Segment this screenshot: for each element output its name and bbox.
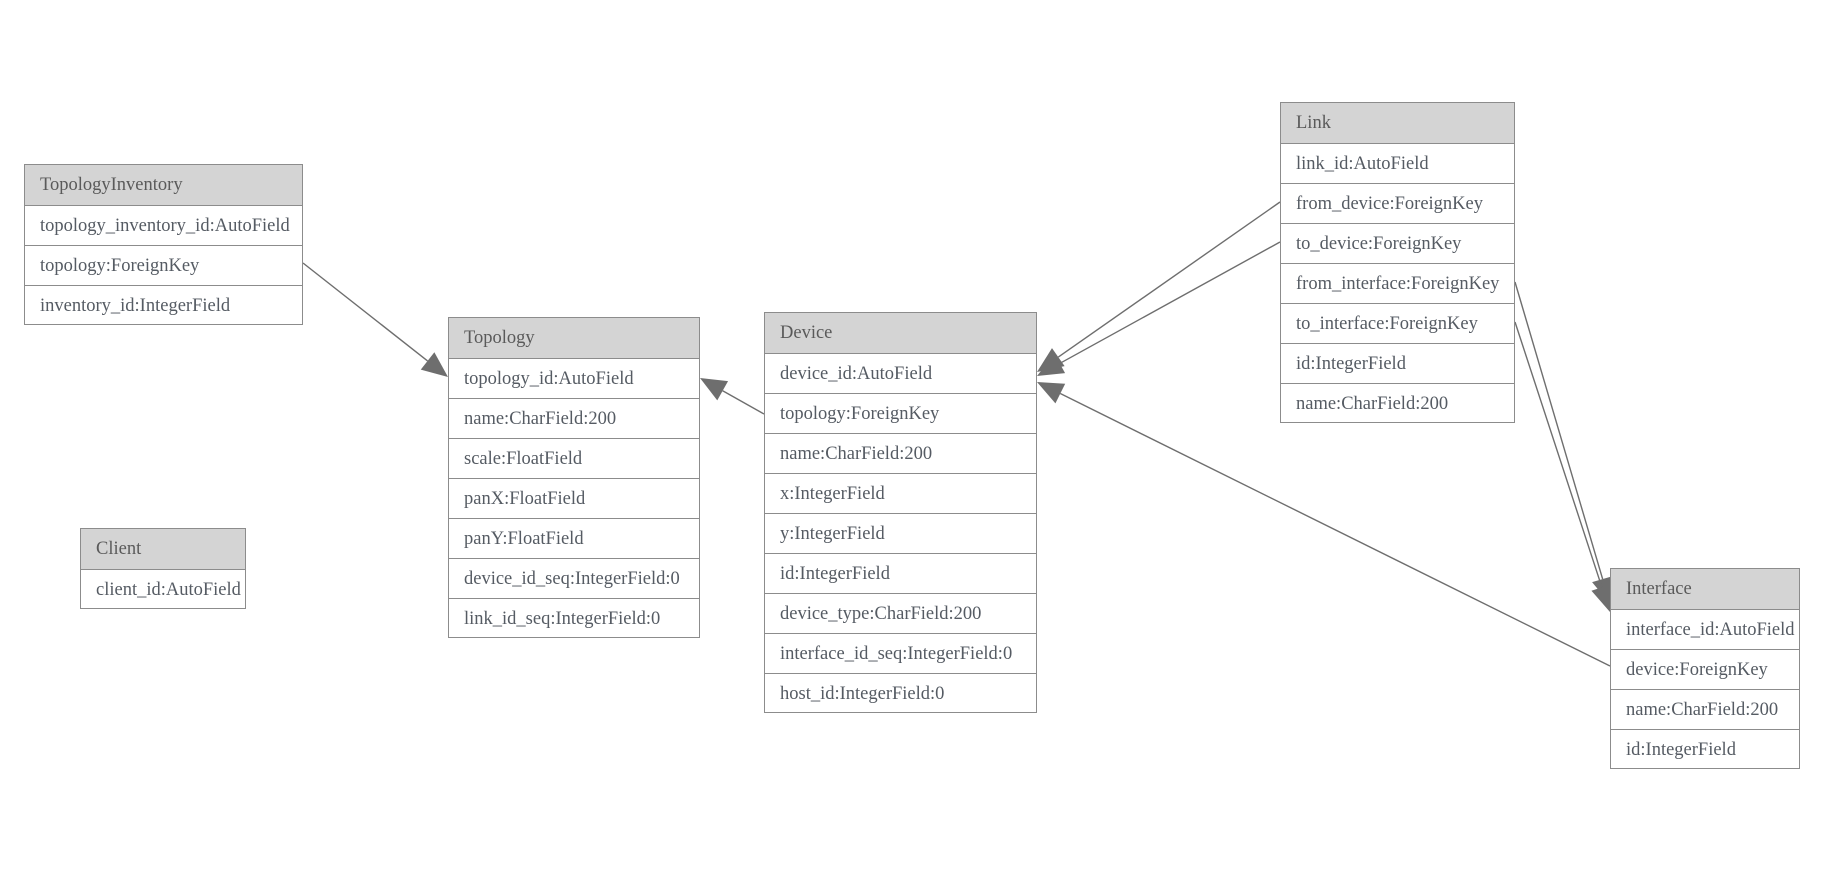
entity-field-row[interactable]: panY:FloatField [449, 519, 699, 559]
entity-field-row[interactable]: device_type:CharField:200 [765, 594, 1036, 634]
relationship-arrowhead-icon [1037, 348, 1065, 372]
relationship-rel-link-from-device [1037, 201, 1281, 372]
entity-title-topology: Topology [449, 318, 699, 359]
entity-field-row[interactable]: id:IntegerField [765, 554, 1036, 594]
relationship-line [1059, 392, 1611, 667]
relationship-arrowhead-icon [700, 378, 729, 401]
entity-field-row[interactable]: y:IntegerField [765, 514, 1036, 554]
relationship-line [1057, 201, 1281, 358]
entity-field-row[interactable]: topology_id:AutoField [449, 359, 699, 399]
entity-field-row[interactable]: topology:ForeignKey [25, 246, 302, 286]
relationship-rel-topologyinventory-topology [302, 262, 448, 377]
entity-field-row[interactable]: scale:FloatField [449, 439, 699, 479]
entity-title-interface: Interface [1611, 569, 1799, 610]
entity-field-row[interactable]: device_id:AutoField [765, 354, 1036, 394]
relationship-line [302, 262, 428, 362]
entity-field-row[interactable]: name:CharField:200 [1611, 690, 1799, 730]
entity-field-row[interactable]: from_interface:ForeignKey [1281, 264, 1514, 304]
entity-field-row[interactable]: host_id:IntegerField:0 [780, 684, 945, 704]
entity-field-row[interactable]: to_device:ForeignKey [1281, 224, 1514, 264]
entity-title-device: Device [765, 313, 1036, 354]
entity-field-row[interactable]: name:CharField:200 [765, 434, 1036, 474]
entity-title-client: Client [81, 529, 245, 570]
relationship-rel-interface-device [1037, 382, 1611, 667]
entity-field-row[interactable]: interface_id:AutoField [1611, 610, 1799, 650]
entity-field-row[interactable]: client_id:AutoField [96, 580, 241, 600]
relationship-rel-link-to-interface [1514, 321, 1613, 612]
relationship-arrowhead-icon [1037, 382, 1066, 404]
entity-field-row[interactable]: inventory_id:IntegerField [40, 296, 231, 316]
entity-field-row[interactable]: interface_id_seq:IntegerField:0 [765, 634, 1036, 674]
relationship-line [1514, 321, 1603, 588]
relationship-line [722, 390, 765, 415]
entity-field-row[interactable]: id:IntegerField [1626, 740, 1736, 760]
entity-field-row[interactable]: device_id_seq:IntegerField:0 [449, 559, 699, 599]
entity-box-client[interactable]: Client client_id:AutoField [80, 528, 246, 609]
relationship-arrowhead-icon [1037, 353, 1066, 376]
entity-field-row[interactable]: name:CharField:200 [1296, 394, 1449, 414]
entity-field-row[interactable]: x:IntegerField [765, 474, 1036, 514]
entity-field-row[interactable]: panX:FloatField [449, 479, 699, 519]
entity-title-link: Link [1281, 103, 1514, 144]
entity-field-row[interactable]: link_id:AutoField [1281, 144, 1514, 184]
entity-field-row[interactable]: topology:ForeignKey [765, 394, 1036, 434]
entity-field-row[interactable]: name:CharField:200 [449, 399, 699, 439]
entity-field-row[interactable]: topology_inventory_id:AutoField [25, 206, 302, 246]
relationship-line [1514, 281, 1604, 580]
entity-field-row[interactable]: id:IntegerField [1281, 344, 1514, 384]
entity-title-topology_inventory: TopologyInventory [25, 165, 302, 206]
relationship-rel-link-from-interface [1514, 281, 1614, 604]
relationship-rel-link-to-device [1037, 241, 1281, 376]
relationship-line [1059, 241, 1281, 365]
entity-field-row[interactable]: from_device:ForeignKey [1281, 184, 1514, 224]
relationship-arrowhead-icon [420, 352, 448, 377]
entity-field-row[interactable]: device:ForeignKey [1611, 650, 1799, 690]
entity-field-row[interactable]: to_interface:ForeignKey [1281, 304, 1514, 344]
entity-field-row[interactable]: link_id_seq:IntegerField:0 [464, 609, 661, 629]
relationship-rel-device-topology [700, 378, 765, 415]
